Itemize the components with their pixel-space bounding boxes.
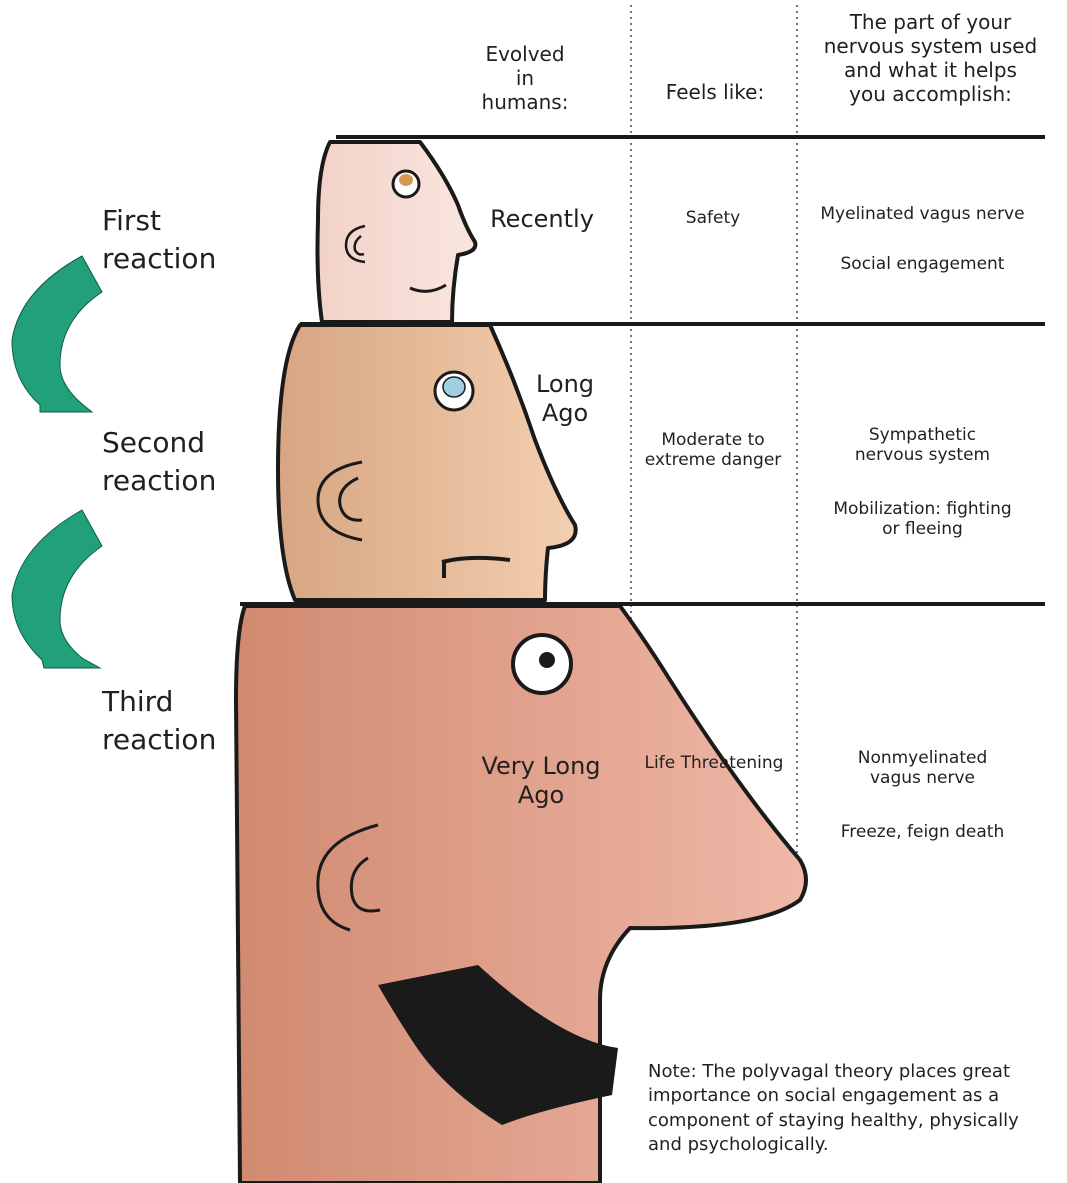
header-evolved: Evolved in humans: bbox=[470, 42, 580, 114]
second-reaction-label: Second reaction bbox=[102, 424, 216, 500]
row3-evolved: Very Long Ago bbox=[470, 752, 612, 810]
row3-system: Nonmyelinated vagus nerve bbox=[805, 748, 1040, 789]
row2-evolved: Long Ago bbox=[525, 370, 605, 428]
curved-arrow-icon-2 bbox=[12, 510, 102, 668]
small-face-icon bbox=[318, 142, 476, 322]
first-reaction-label: First reaction bbox=[102, 202, 216, 278]
row2-feels: Moderate to extreme danger bbox=[637, 430, 789, 471]
note-text: Note: The polyvagal theory places great … bbox=[648, 1060, 1067, 1157]
curved-arrow-icon-1 bbox=[12, 256, 102, 412]
row2-system: Sympathetic nervous system bbox=[805, 425, 1040, 466]
row1-system: Myelinated vagus nerve bbox=[805, 204, 1040, 224]
row1-feels: Safety bbox=[655, 208, 771, 228]
row2-purpose: Mobilization: fighting or fleeing bbox=[805, 499, 1040, 540]
header-nervous-system: The part of your nervous system used and… bbox=[808, 10, 1053, 106]
third-reaction-label: Third reaction bbox=[102, 683, 216, 759]
medium-face-icon bbox=[278, 325, 576, 600]
row3-feels: Life Threatening bbox=[634, 753, 794, 773]
row1-purpose: Social engagement bbox=[805, 254, 1040, 274]
row1-evolved: Recently bbox=[478, 205, 606, 234]
header-feels-like: Feels like: bbox=[645, 80, 785, 104]
row3-purpose: Freeze, feign death bbox=[805, 822, 1040, 842]
